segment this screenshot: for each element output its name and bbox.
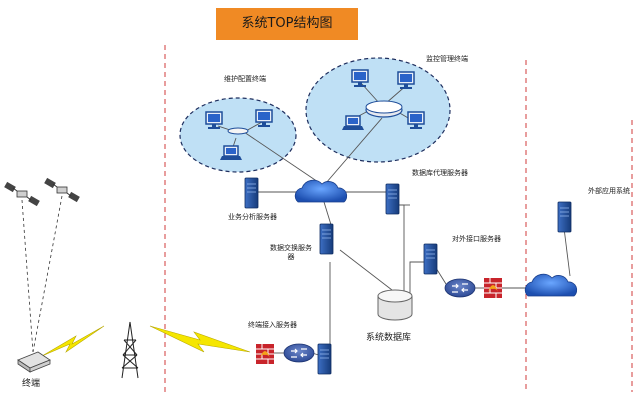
label-business-analysis-server: 业务分析服务器: [228, 213, 277, 221]
terminal-access-server: [317, 343, 332, 375]
wireless-bolt-right: [149, 325, 251, 353]
label-maintenance-terminal: 维护配置终端: [224, 75, 266, 83]
label-external-app-system: 外部应用系统: [588, 187, 630, 195]
terminal-device: [17, 351, 51, 373]
external-network-cloud: [524, 273, 578, 297]
label-system-database: 系统数据库: [366, 333, 412, 343]
database-cylinder: [377, 289, 413, 321]
monitor-laptop: [341, 115, 365, 131]
label-terminal: 终端: [22, 379, 41, 389]
data-exchange-server: [319, 223, 334, 255]
maintenance-zone: [179, 97, 297, 173]
wireless-bolt-left: [41, 325, 105, 357]
label-terminal-access-server: 终端接入服务器: [248, 321, 297, 329]
label-db-proxy-server: 数据库代理服务器: [412, 169, 468, 177]
maintenance-laptop: [219, 145, 243, 161]
diagram-title: 系统TOP结构图: [216, 8, 358, 40]
db-proxy-server: [385, 183, 400, 215]
access-router: [283, 343, 315, 363]
cell-tower: [121, 321, 139, 379]
label-data-exchange-server: 数据交换服务器: [270, 244, 312, 261]
external-app-server: [557, 201, 572, 233]
label-monitor-terminal: 监控管理终端: [426, 55, 468, 63]
access-firewall: [255, 343, 275, 365]
external-firewall: [483, 277, 503, 299]
business-analysis-server: [244, 177, 259, 209]
external-interface-server: [423, 243, 438, 275]
label-external-interface-server: 对外接口服务器: [452, 235, 501, 243]
core-network-cloud: [294, 179, 348, 203]
satellite-2: [43, 177, 81, 203]
satellite-links: [21, 195, 63, 353]
external-router: [444, 278, 476, 298]
